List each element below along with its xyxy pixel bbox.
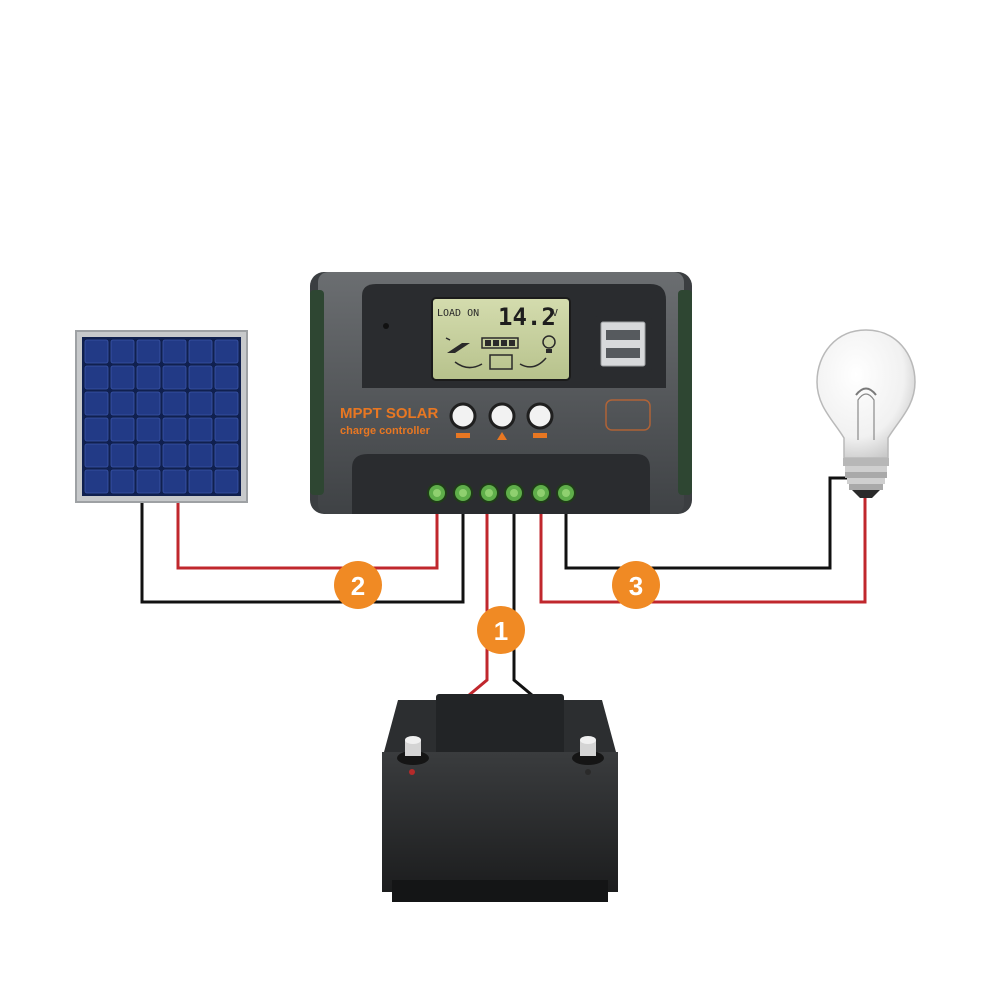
lcd-voltage-readout: 14.2 (498, 303, 556, 331)
down-button[interactable] (526, 402, 554, 430)
solar-cell (110, 391, 135, 416)
lcd-discharge-arrow-icon (519, 357, 547, 368)
marker-battery: 1 (477, 606, 525, 654)
terminal-screw (479, 483, 499, 503)
solar-cell (110, 443, 135, 468)
solar-cell (84, 391, 109, 416)
solar-cell (162, 443, 187, 468)
solar-cell (188, 391, 213, 416)
settings-icon (533, 433, 547, 438)
lcd-battery-icon (481, 337, 519, 370)
solar-cell (84, 339, 109, 364)
brand-title: MPPT SOLAR (340, 405, 439, 422)
lcd-charge-arrow-icon (454, 361, 483, 369)
solar-cell (162, 417, 187, 442)
solar-cell (136, 365, 161, 390)
solar-cell (136, 469, 161, 494)
marker-load: 3 (612, 561, 660, 609)
solar-cell (110, 339, 135, 364)
battery (382, 694, 618, 902)
menu-button[interactable] (449, 402, 477, 430)
solar-panel-positive-wire (176, 500, 439, 570)
light-bulb (816, 329, 916, 498)
solar-cell (136, 391, 161, 416)
marker-load-number: 3 (629, 571, 643, 601)
lcd-voltage-unit: V (552, 308, 558, 319)
solar-cell (136, 339, 161, 364)
marker-battery-number: 1 (494, 616, 508, 646)
solar-cell (84, 443, 109, 468)
terminal-screw (556, 483, 576, 503)
solar-cell (188, 417, 213, 442)
charge-controller: LOAD ON 14.2 V (310, 272, 692, 514)
solar-cell-grid (84, 339, 239, 494)
solar-cell (162, 365, 187, 390)
terminal-block (427, 483, 576, 503)
solar-cell (214, 417, 239, 442)
solar-cell (188, 469, 213, 494)
solar-cell (188, 365, 213, 390)
solar-cell (214, 443, 239, 468)
battery-positive-terminal (397, 736, 429, 765)
terminal-screw (453, 483, 473, 503)
up-button[interactable] (488, 402, 516, 430)
terminal-screw (531, 483, 551, 503)
solar-cell (214, 339, 239, 364)
solar-cell (136, 443, 161, 468)
certification-logo (605, 399, 651, 431)
terminal-screw (504, 483, 524, 503)
solar-cell (84, 365, 109, 390)
solar-cell (162, 339, 187, 364)
solar-cell (162, 469, 187, 494)
solar-cell (110, 417, 135, 442)
solar-panel-negative-wire (140, 500, 465, 604)
warning-icon (497, 432, 507, 440)
lcd-load-status: LOAD ON (437, 308, 479, 319)
solar-cell (188, 443, 213, 468)
solar-cell (214, 391, 239, 416)
terminal-screw (427, 483, 447, 503)
solar-cell (214, 365, 239, 390)
load-positive-wire (539, 492, 867, 604)
solar-cell (188, 339, 213, 364)
solar-cell (214, 469, 239, 494)
solar-cell (110, 365, 135, 390)
lcd-panel-icon (445, 337, 470, 353)
battery-negative-terminal (572, 736, 604, 765)
lcd-bulb-icon (542, 335, 556, 353)
lcd-display: LOAD ON 14.2 V (431, 297, 571, 381)
load-negative-wire (564, 476, 850, 570)
marker-solar-panel: 2 (334, 561, 382, 609)
solar-cell (162, 391, 187, 416)
solar-cell (136, 417, 161, 442)
solar-cell (84, 417, 109, 442)
brand-subtitle: charge controller (340, 425, 431, 437)
bulb-base (843, 458, 889, 498)
usb-ports (594, 316, 652, 372)
solar-cell (110, 469, 135, 494)
menu-icon (456, 433, 470, 438)
marker-solar-panel-number: 2 (351, 571, 365, 601)
solar-panel (75, 330, 248, 503)
solar-cell (84, 469, 109, 494)
